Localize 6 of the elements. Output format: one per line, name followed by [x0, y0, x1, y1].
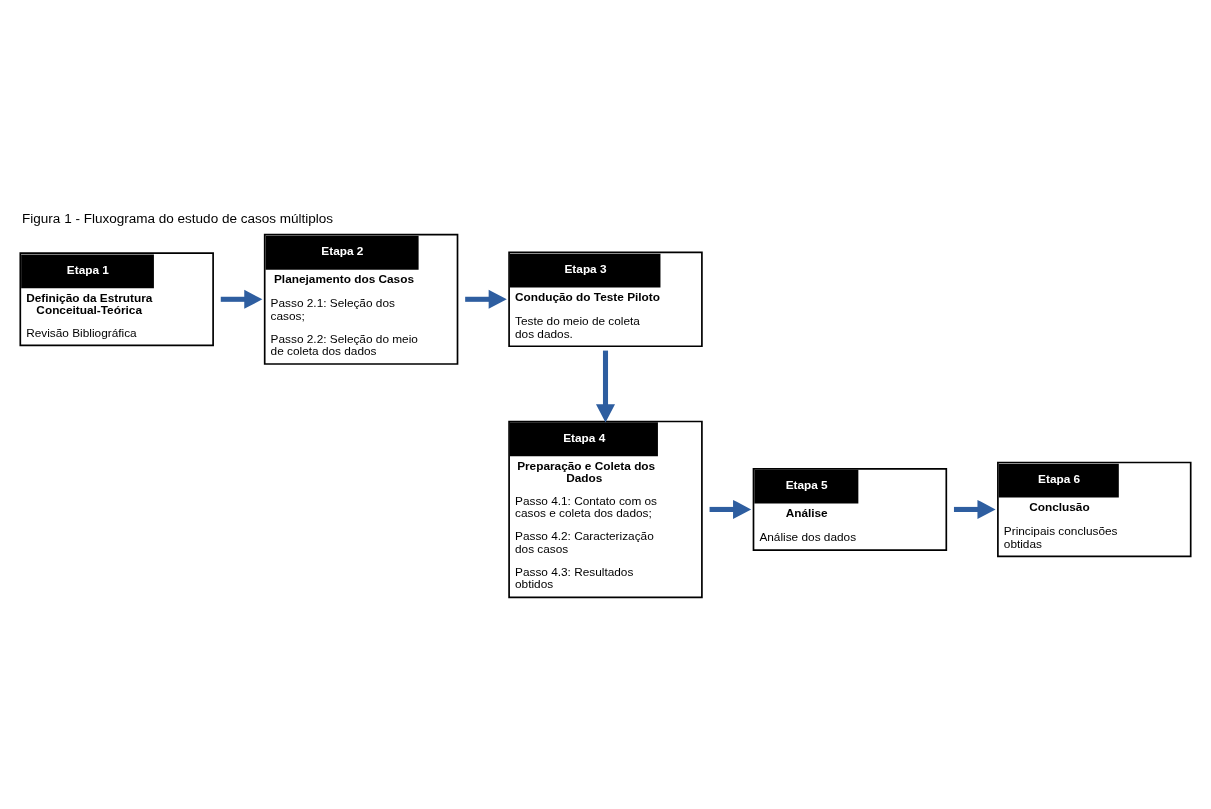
arrow	[709, 499, 752, 519]
arrow	[595, 350, 616, 422]
arrow	[465, 289, 507, 309]
diagram-title: Figura 1 - Fluxograma do estudo de casos múltiplos	[22, 210, 334, 226]
arrow	[953, 499, 996, 519]
arrow	[220, 289, 263, 309]
